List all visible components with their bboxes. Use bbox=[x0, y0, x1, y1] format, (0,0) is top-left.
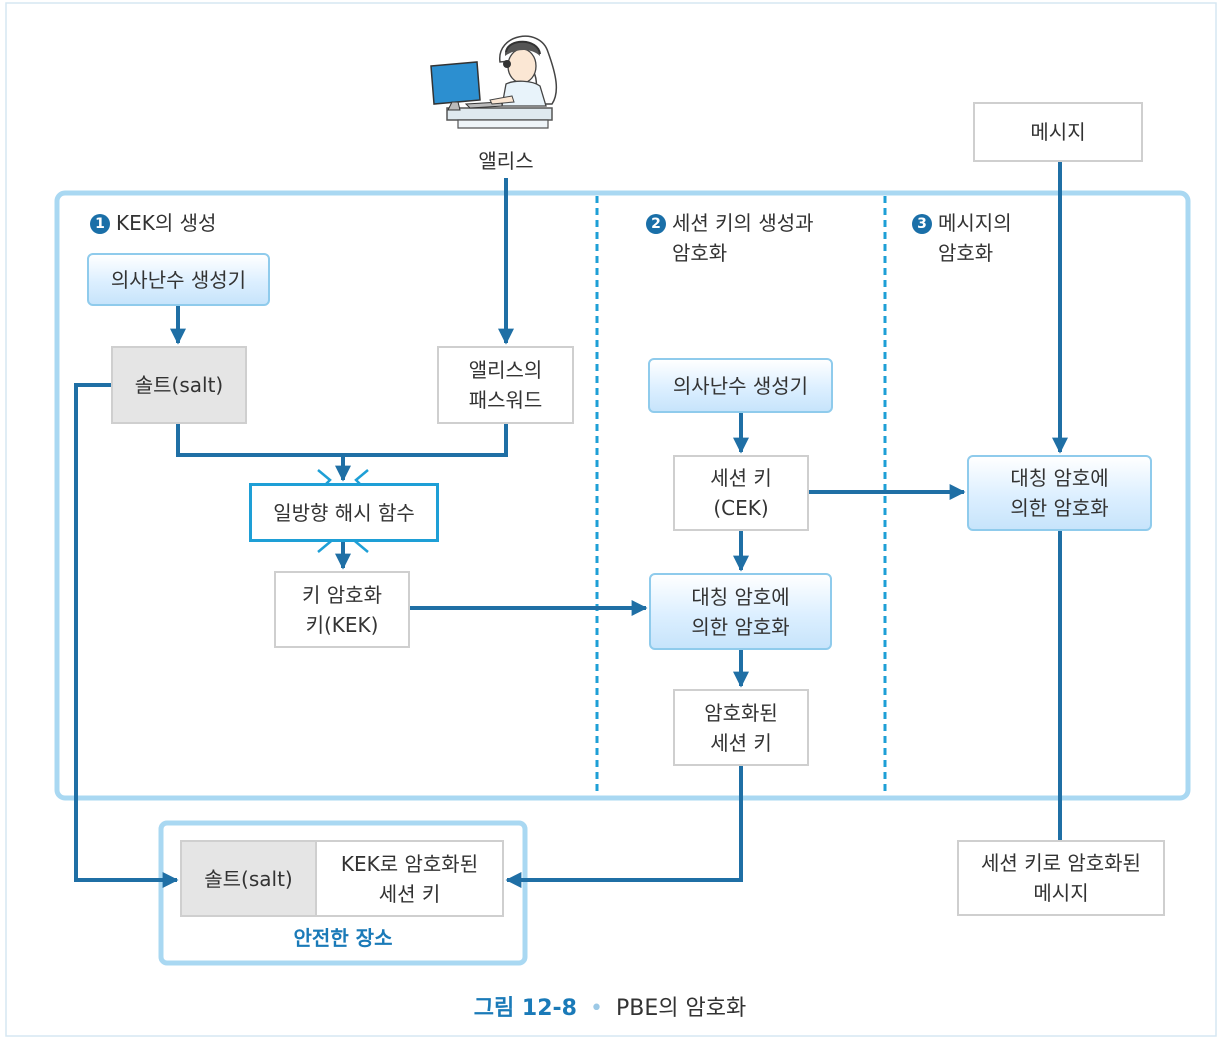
person-at-computer-icon bbox=[430, 35, 558, 129]
figure-number: 그림 12-8 bbox=[473, 996, 577, 1021]
secure-storage-label: 안전한 장소 bbox=[293, 926, 393, 950]
figure-title: PBE의 암호화 bbox=[615, 996, 747, 1021]
storage-panel bbox=[158, 820, 528, 966]
pseudo-random-generator-2: 의사난수 생성기 bbox=[648, 358, 833, 413]
encrypted-session-key-box: 암호화된 세션 키 bbox=[673, 689, 809, 766]
join-line bbox=[176, 424, 508, 457]
alice-password-box: 앨리스의 패스워드 bbox=[437, 346, 574, 424]
section-2-title-line1: 세션 키의 생성과 bbox=[672, 211, 814, 235]
storage-kek-session-key-box: KEK로 암호화된 세션 키 bbox=[315, 840, 504, 917]
message-box: 메시지 bbox=[973, 102, 1143, 162]
section-1-number: 1 bbox=[90, 214, 110, 234]
section-3-title-line1: 메시지의 bbox=[938, 211, 1012, 235]
salt-box: 솔트(salt) bbox=[111, 346, 247, 424]
section-3-heading: 3 메시지의 암호화 bbox=[912, 208, 1012, 268]
section-2-title-line2: 암호화 bbox=[672, 241, 728, 265]
arrow-encrypted-storage bbox=[505, 766, 743, 888]
arrow-salt-storage bbox=[74, 383, 179, 888]
session-key-cek-box: 세션 키 (CEK) bbox=[673, 455, 809, 531]
kek-box: 키 암호화 키(KEK) bbox=[274, 571, 410, 648]
pseudo-random-generator-1: 의사난수 생성기 bbox=[87, 253, 270, 306]
section-1-heading: 1 KEK의 생성 bbox=[90, 208, 216, 238]
one-way-hash-function-box: 일방향 해시 함수 bbox=[249, 483, 439, 542]
section-3-title-line2: 암호화 bbox=[938, 241, 994, 265]
encrypted-message-box: 세션 키로 암호화된 메시지 bbox=[957, 840, 1165, 916]
storage-salt-box: 솔트(salt) bbox=[180, 840, 317, 917]
figure-frame bbox=[5, 2, 1217, 1037]
section-2-heading: 2 세션 키의 생성과 암호화 bbox=[646, 208, 814, 268]
section-2-number: 2 bbox=[646, 214, 666, 234]
section-1-title: KEK의 생성 bbox=[116, 211, 217, 235]
person-name: 앨리스 bbox=[478, 149, 534, 173]
figure-caption: 그림 12-8 • PBE의 암호화 bbox=[0, 993, 1220, 1025]
caption-separator: • bbox=[590, 996, 603, 1021]
symmetric-encrypt-message-box: 대칭 암호에 의한 암호화 bbox=[967, 455, 1152, 531]
section-3-number: 3 bbox=[912, 214, 932, 234]
main-panel bbox=[54, 190, 1191, 801]
symmetric-encrypt-cek-box: 대칭 암호에 의한 암호화 bbox=[649, 573, 832, 650]
